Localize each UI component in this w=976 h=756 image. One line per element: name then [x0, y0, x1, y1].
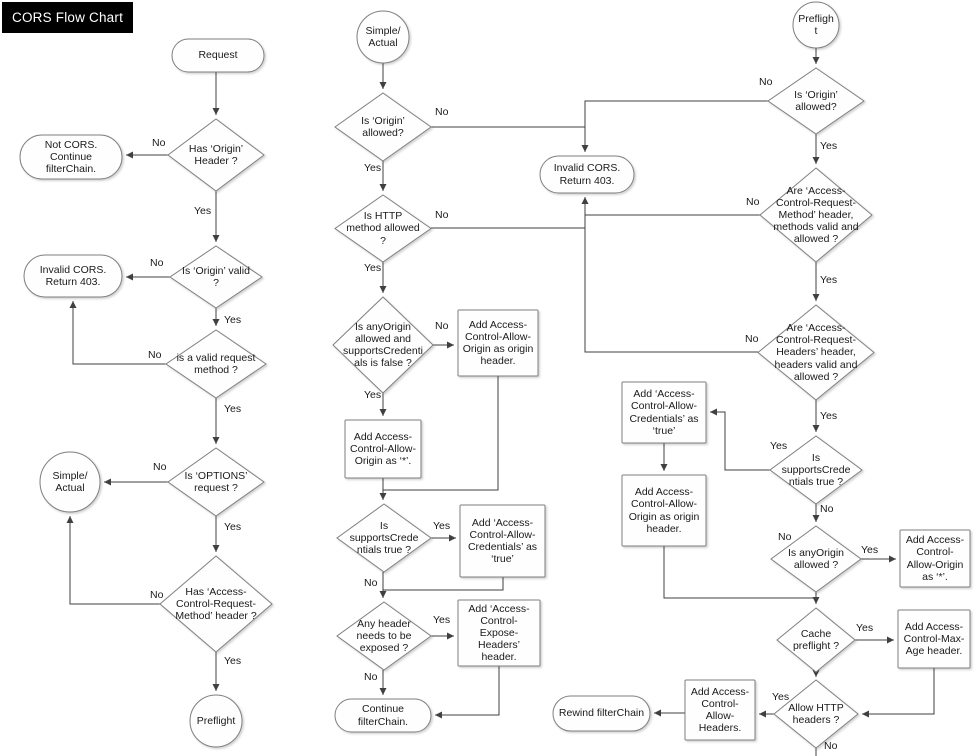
- node-valid-request-method-shape: [165, 329, 267, 399]
- node-m-origin-allowed-shape: [334, 92, 432, 162]
- connector: [435, 666, 500, 719]
- node-supports-creds-mid-shape: [336, 503, 432, 573]
- node-invalid-cors-mid-shape: [539, 155, 635, 194]
- node-add-expose-headers-shape: [457, 599, 541, 667]
- node-add-acac-true-right-shape: [621, 381, 707, 444]
- node-not-cors-shape: [19, 134, 123, 180]
- node-anyorigin-supportscreds-shape: [332, 296, 434, 394]
- node-r-origin-allowed-shape: [767, 67, 865, 135]
- connector: [69, 301, 166, 365]
- node-simple-actual-mid-shape: [356, 10, 410, 64]
- node-is-options-request-shape: [167, 447, 265, 517]
- node-allow-http-headers-shape: [773, 679, 859, 749]
- connector: [581, 197, 758, 353]
- node-has-origin-header-shape: [167, 118, 265, 192]
- node-add-acac-true-mid-shape: [459, 504, 546, 578]
- node-any-header-exposed-shape: [336, 601, 432, 671]
- node-http-method-allowed-shape: [334, 194, 432, 263]
- node-add-allow-headers-shape: [684, 679, 756, 741]
- node-supports-creds-right-shape: [769, 435, 863, 505]
- node-add-acao-origin-right-shape: [621, 474, 707, 547]
- connector: [581, 100, 768, 152]
- node-preflight-left-shape: [189, 694, 243, 748]
- node-preflight-right-shape: [792, 1, 840, 49]
- connector: [710, 408, 770, 471]
- node-add-max-age-shape: [897, 609, 971, 669]
- node-add-acao-star-mid-shape: [344, 419, 422, 479]
- node-invalid-cors-left-shape: [23, 254, 123, 298]
- node-has-acrm-header-shape: [159, 555, 273, 653]
- connector: [66, 516, 160, 605]
- shape-layer: [19, 1, 971, 749]
- node-anyorigin-allowed-shape: [770, 525, 862, 593]
- node-acrm-valid-allowed-shape: [759, 167, 873, 263]
- page-title: CORS Flow Chart: [2, 2, 134, 33]
- node-request-shape: [171, 38, 265, 73]
- node-add-acao-origin-mid-shape: [457, 309, 539, 377]
- connector: [862, 668, 935, 718]
- node-acrh-valid-allowed-shape: [757, 304, 875, 401]
- node-simple-actual-left-shape: [39, 451, 101, 513]
- node-continue-filterchain-shape: [334, 698, 432, 733]
- node-is-origin-valid-shape: [169, 245, 263, 309]
- connector: [663, 546, 816, 599]
- node-cache-preflight-shape: [776, 607, 856, 673]
- connector: [383, 376, 499, 491]
- node-add-acao-star-right-shape: [899, 529, 971, 588]
- connector: [383, 577, 504, 591]
- connector-layer: [66, 48, 935, 756]
- node-rewind-filterchain-shape: [552, 695, 651, 732]
